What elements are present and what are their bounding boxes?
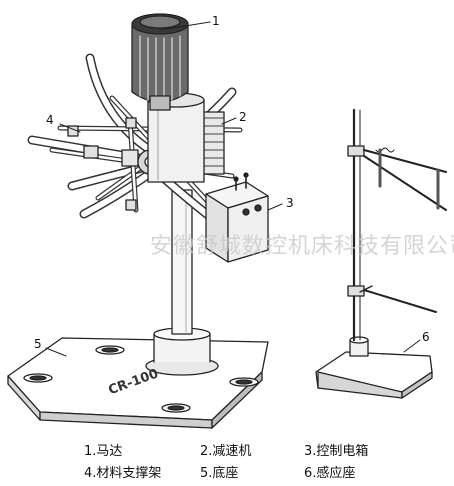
control-box: [205, 172, 269, 263]
legend-item-control-box: 3.控制电箱: [304, 444, 369, 459]
callout-5: 5: [34, 337, 42, 351]
sensor-stand: [315, 108, 447, 399]
leader-lines: [45, 21, 421, 357]
watermark-text: 安徽舒城数控机床科技有限公司: [150, 234, 454, 259]
legend-item-material-support: 4.材料支撑架: [84, 466, 162, 481]
legend-item-base: 5.底座: [200, 466, 239, 481]
callout-6: 6: [422, 330, 430, 344]
callout-2: 2: [239, 110, 247, 124]
callout-1: 1: [212, 14, 220, 28]
callout-3: 3: [286, 196, 294, 210]
gear-reducer: [147, 92, 225, 183]
callout-4: 4: [46, 113, 54, 127]
legend-item-gear-reducer: 2.减速机: [200, 444, 252, 459]
motor: [131, 13, 189, 111]
legend-item-motor: 1.马达: [84, 444, 123, 459]
support-column: [171, 189, 193, 335]
legend-item-sensor-stand: 6.感应座: [304, 466, 356, 481]
